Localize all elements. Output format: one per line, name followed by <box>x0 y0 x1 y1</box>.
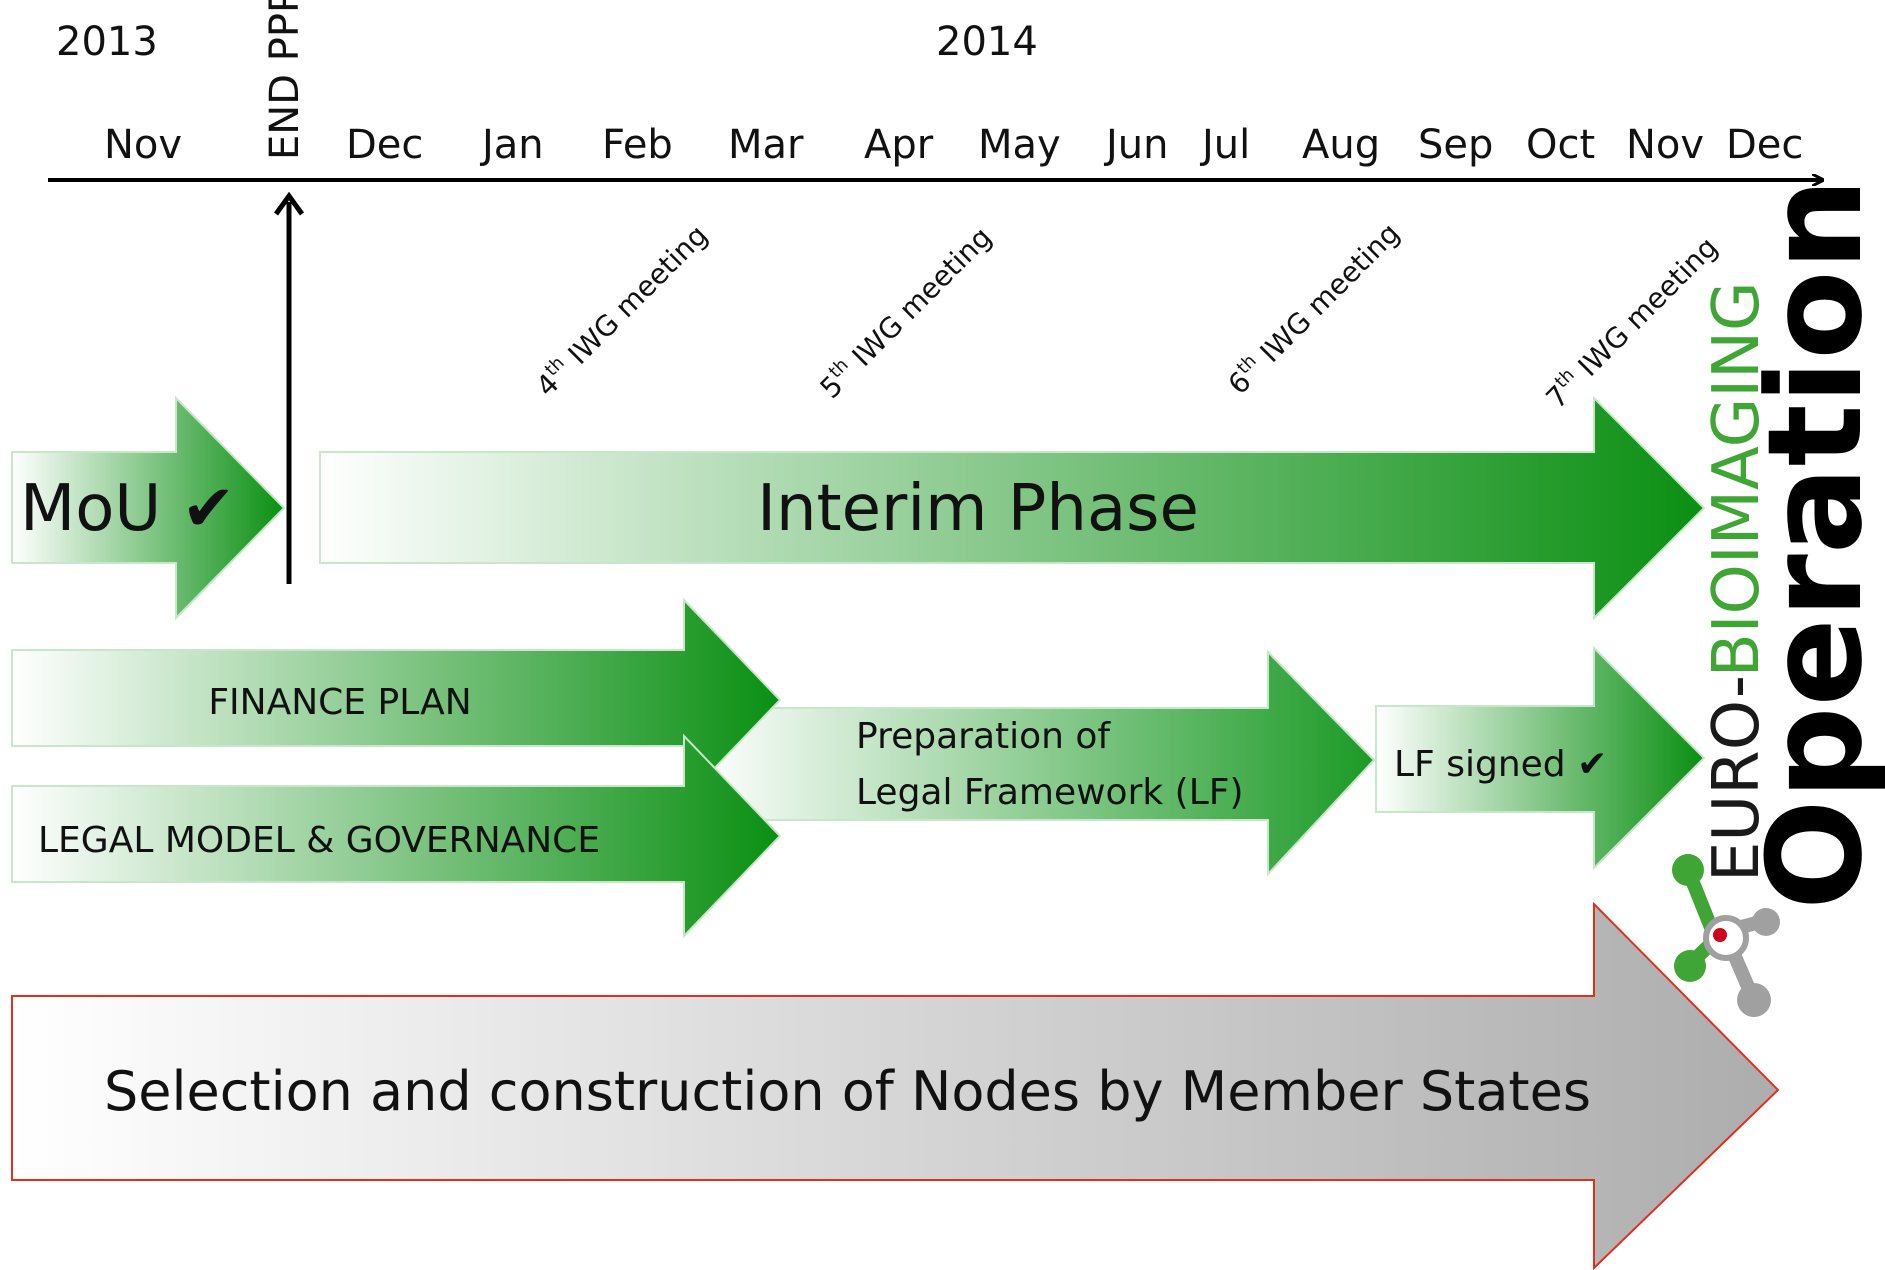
month-label: Jun <box>1103 122 1169 168</box>
mou-arrow <box>11 395 286 621</box>
month-labels: Nov Dec Jan Feb Mar Apr May Jun Jul Aug … <box>104 122 1803 168</box>
end-ppp-arrowhead <box>273 191 305 216</box>
month-label: Jul <box>1199 122 1250 168</box>
legal-framework-label-line1: Preparation of <box>856 716 1111 757</box>
month-label: Nov <box>104 122 182 168</box>
meeting-label-5: 5th IWG meeting <box>812 219 998 405</box>
year-2013: 2013 <box>56 19 158 65</box>
month-label: Dec <box>1726 122 1803 168</box>
month-label: Sep <box>1418 122 1493 168</box>
meeting-label-6: 6th IWG meeting <box>1220 215 1406 401</box>
euro-bioimaging-molecule-icon <box>1672 854 1780 1017</box>
legal-model-label: LEGAL MODEL & GOVERNANCE <box>38 820 600 861</box>
legal-model-arrow <box>11 733 782 939</box>
month-label: Aug <box>1302 122 1380 168</box>
month-label: Jan <box>479 122 544 168</box>
finance-plan-label: FINANCE PLAN <box>208 682 471 723</box>
lf-signed-arrow <box>1375 645 1706 871</box>
interim-phase-arrow <box>319 395 1706 621</box>
month-label: Apr <box>864 122 934 168</box>
end-ppp-label: END PPP <box>262 0 308 160</box>
euro-bioimaging-logo-text: EURO-BIOIMAGING <box>1700 281 1774 882</box>
legal-framework-arrow <box>699 649 1376 877</box>
lf-signed-label: LF signed ✔ <box>1394 744 1607 785</box>
month-label: May <box>978 122 1061 168</box>
month-label: Dec <box>346 122 423 168</box>
month-label: Mar <box>728 122 804 168</box>
meeting-label-4: 4th IWG meeting <box>528 217 714 403</box>
nodes-label: Selection and construction of Nodes by M… <box>104 1060 1591 1123</box>
meeting-label-7: 7th IWG meeting <box>1538 229 1724 415</box>
legal-framework-label-line2: Legal Framework (LF) <box>856 772 1244 813</box>
finance-plan-arrow <box>11 597 782 803</box>
mou-label: MoU ✔ <box>20 472 235 546</box>
year-2014: 2014 <box>936 19 1038 65</box>
interim-phase-label: Interim Phase <box>757 472 1199 546</box>
month-label: Oct <box>1526 122 1595 168</box>
month-label: Nov <box>1626 122 1704 168</box>
operation-label: Operation <box>1739 178 1885 910</box>
month-label: Feb <box>602 122 673 168</box>
nodes-arrow <box>11 901 1780 1270</box>
